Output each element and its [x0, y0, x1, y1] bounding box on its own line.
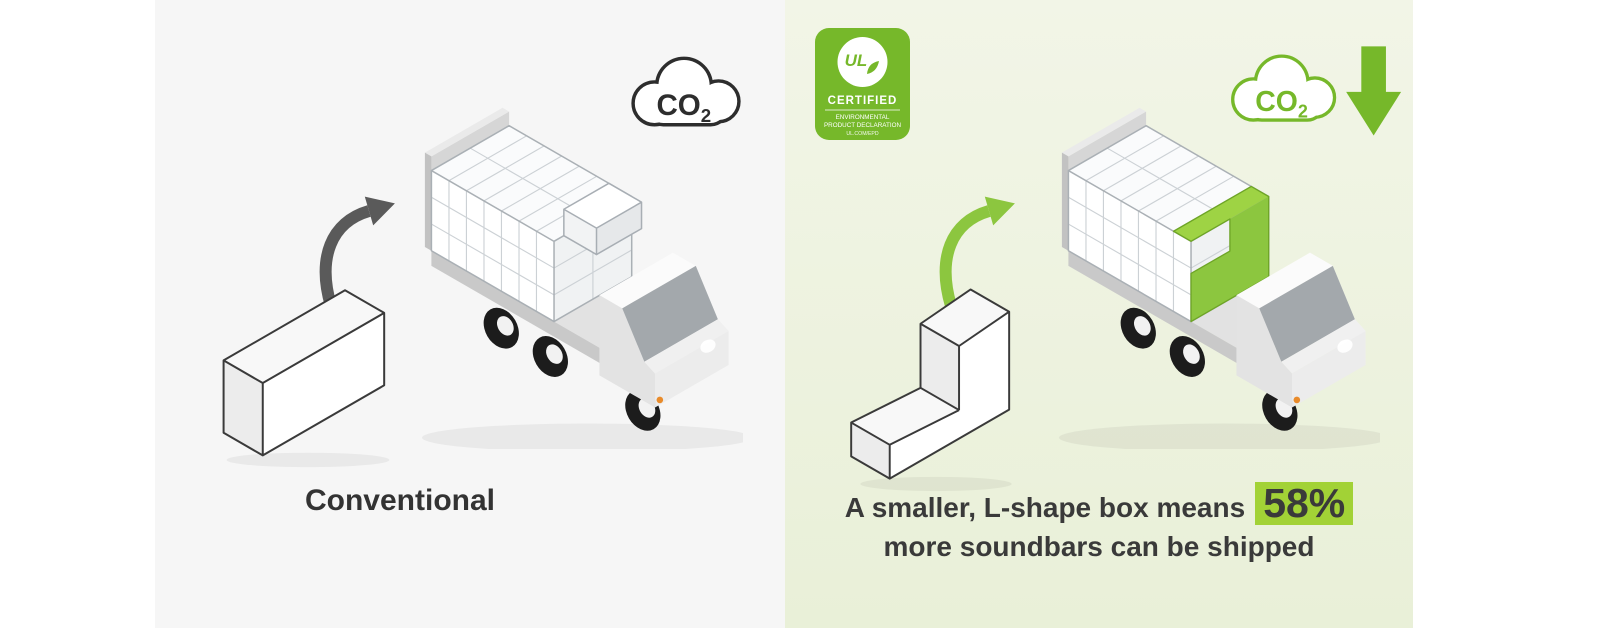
caption-prefix: A smaller, L-shape box means: [844, 492, 1246, 523]
green-l-box: [1172, 185, 1270, 323]
curved-arrow-icon-green: [939, 196, 1015, 308]
box-shadow: [226, 452, 390, 468]
caption-highlight-58: 58%: [1255, 481, 1354, 526]
ul-logo-text: UL: [845, 51, 868, 70]
conventional-box-illustration: [222, 289, 390, 468]
caption-line1: A smaller, L-shape box means 58%: [785, 481, 1413, 526]
badge-line1: ENVIRONMENTAL: [836, 114, 890, 121]
co2-cloud-icon: CO2: [631, 56, 741, 127]
lbox-tall-top: [920, 289, 1010, 346]
conventional-truck-illustration: [421, 107, 743, 449]
ul-certified-badge: UL CERTIFIED ENVIRONMENTAL PRODUCT DECLA…: [815, 28, 910, 140]
leaf-icon: [867, 61, 879, 74]
badge-line2: PRODUCT DECLARATION: [824, 122, 902, 129]
lbox-outline: [850, 288, 1011, 480]
badge-certified-label: CERTIFIED: [828, 95, 898, 107]
left-panel-conventional: CO2 Conventional: [155, 0, 785, 628]
lbox-front-face: [889, 311, 1010, 479]
co2-cloud-icon-green: CO2: [1231, 54, 1337, 122]
co2-text-green: CO2: [1255, 86, 1308, 122]
lbox-end-face: [851, 422, 890, 479]
lbox-step-face: [920, 323, 960, 411]
box-end-face: [223, 360, 263, 456]
curved-arrow-icon: [319, 196, 395, 308]
box-top-face: [223, 290, 385, 384]
box-shadow: [860, 476, 1012, 492]
lshape-truck-illustration: [1058, 107, 1380, 449]
caption-line2: more soundbars can be shipped: [883, 531, 1315, 563]
co2-reduction-icon: CO2: [1231, 46, 1402, 136]
co2-text: CO2: [656, 89, 711, 126]
right-caption: A smaller, L-shape box means 58% more so…: [785, 481, 1413, 563]
right-panel-lshape: UL CERTIFIED ENVIRONMENTAL PRODUCT DECLA…: [785, 0, 1413, 628]
left-caption: Conventional: [304, 484, 495, 517]
box-outline: [222, 289, 386, 457]
badge-line3: UL.COM/EPD: [846, 131, 879, 137]
ul-logo-circle: [837, 37, 888, 87]
box-front-face: [262, 312, 385, 456]
down-arrow-icon: [1346, 46, 1402, 136]
protruding-box: [563, 182, 643, 256]
lbox-foot-top: [851, 387, 960, 445]
lshape-box-illustration: [850, 288, 1012, 492]
